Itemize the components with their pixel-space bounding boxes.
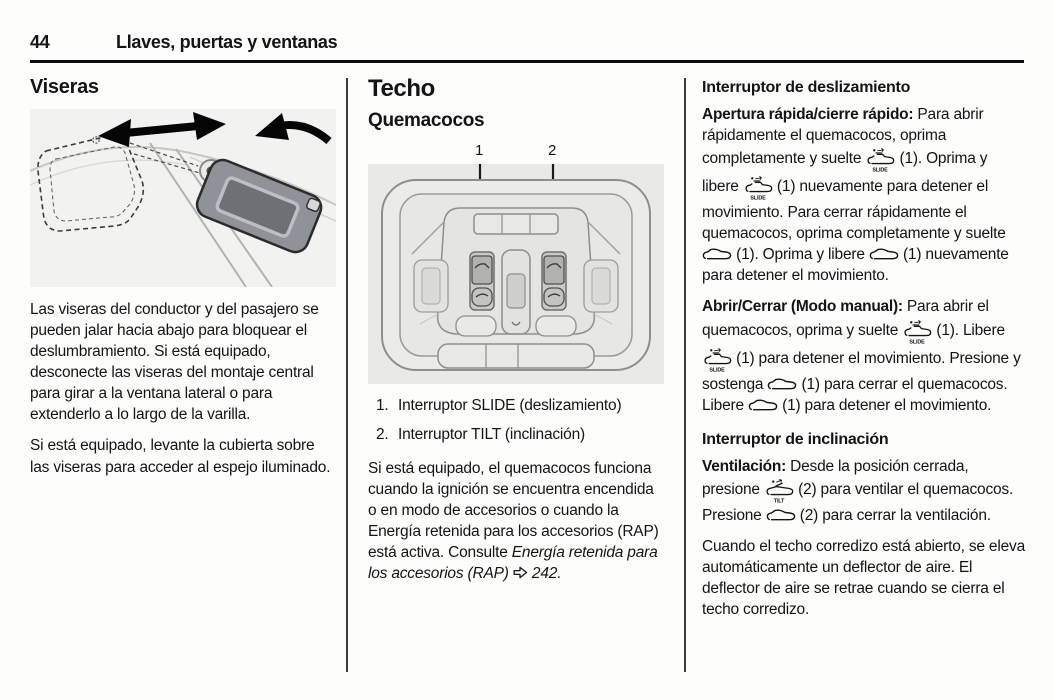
rotate-direction-arrow-icon — [255, 113, 332, 145]
callout-2-label: 2 — [548, 142, 557, 160]
wind-deflector-paragraph: Cuando el techo corredizo está abierto, … — [702, 537, 1025, 619]
express-open-close-paragraph: Apertura rápida/cierre rápido: Para abri… — [702, 106, 1009, 285]
svg-text:TILT: TILT — [774, 498, 785, 504]
right-column: Interruptor de deslizamiento Apertura rá… — [702, 76, 1028, 630]
visors-paragraph-1: Las viseras del conductor y del pasajero… — [30, 301, 319, 424]
closed-sunroof-car-icon — [767, 377, 797, 391]
legend-item-tilt: 2. Interruptor TILT (inclinación) — [368, 425, 665, 446]
roof-heading: Techo — [368, 75, 435, 102]
manual-open-close-paragraph: Abrir/Cerrar (Modo manual): Para abrir e… — [702, 298, 1021, 414]
slide-switch-icon: SLIDE — [743, 174, 773, 202]
vent-paragraph: Ventilación: Desde la posición cerrada, … — [702, 457, 1014, 524]
tilt-switch-drawing — [541, 251, 567, 311]
visors-heading: Viseras — [30, 76, 99, 98]
tilt-switch-heading: Interruptor de inclinación — [702, 430, 889, 448]
overhead-console-illustration — [368, 164, 664, 385]
header-rule — [30, 60, 1024, 63]
slide-switch-icon: SLIDE — [865, 146, 895, 174]
slide-switch-icon: SLIDE — [702, 346, 732, 374]
legend-item-text: Interruptor SLIDE (deslizamiento) — [398, 397, 622, 415]
slide-switch-heading: Interruptor de deslizamiento — [702, 79, 911, 96]
column-divider-right — [684, 78, 686, 672]
sunroof-subheading: Quemacocos — [368, 110, 485, 132]
closed-sunroof-car-icon — [748, 398, 778, 412]
svg-text:SLIDE: SLIDE — [910, 339, 926, 345]
legend-item-number: 1. — [376, 397, 389, 415]
chapter-title: Llaves, puertas y ventanas — [116, 32, 338, 52]
legend-item-slide: 1. Interruptor SLIDE (deslizamiento) — [368, 396, 665, 417]
page-number: 44 — [30, 32, 50, 52]
left-column: Viseras Las vi — [30, 76, 336, 488]
svg-text:SLIDE: SLIDE — [873, 168, 889, 174]
sun-visor-illustration — [30, 109, 336, 287]
svg-text:SLIDE: SLIDE — [709, 367, 725, 373]
slide-direction-arrow-icon — [98, 112, 226, 147]
column-divider-left — [346, 78, 348, 672]
tilt-switch-icon: TILT — [764, 477, 794, 505]
middle-column: Techo Quemacocos 1 2 — [368, 75, 665, 595]
slide-switch-icon: SLIDE — [902, 318, 932, 346]
visors-paragraph-2: Si está equipado, levante la cubierta so… — [30, 437, 331, 476]
closed-sunroof-car-icon — [766, 508, 796, 522]
sunroof-operation-paragraph: Si está equipado, el quemacocos funciona… — [368, 460, 659, 583]
closed-sunroof-car-icon — [869, 247, 899, 261]
closed-sunroof-car-icon — [702, 247, 732, 261]
slide-switch-drawing — [469, 251, 495, 311]
svg-text:SLIDE: SLIDE — [750, 196, 766, 202]
callout-labels: 1 2 — [368, 142, 665, 162]
callout-1-label: 1 — [475, 142, 484, 160]
legend-item-text: Interruptor TILT (inclinación) — [398, 426, 585, 444]
legend-item-number: 2. — [376, 426, 389, 444]
page-reference-arrow-icon — [513, 566, 528, 579]
legend-list: 1. Interruptor SLIDE (deslizamiento) 2. … — [368, 396, 665, 446]
